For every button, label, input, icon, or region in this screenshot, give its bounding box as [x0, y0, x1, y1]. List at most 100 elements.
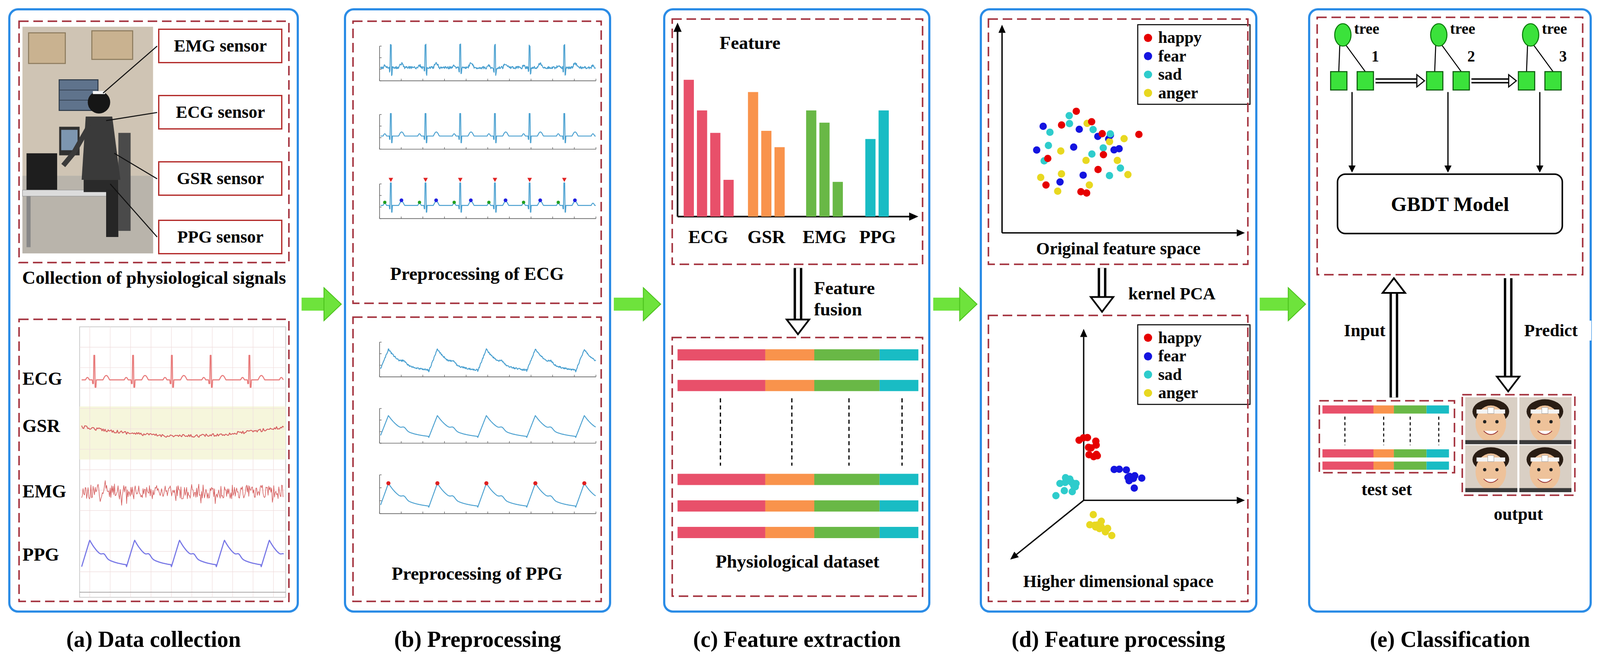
- tree-root: [1522, 23, 1539, 47]
- boosting-arrow: [1508, 74, 1517, 87]
- flow-arrow: [786, 268, 810, 335]
- person-leg: [106, 190, 119, 237]
- plot-tick: [573, 440, 575, 444]
- dashed-region: Higher dimensional space: [987, 314, 1249, 603]
- leader-line: [103, 45, 158, 93]
- plot-tick: [487, 78, 489, 81]
- data-point: [1094, 165, 1102, 174]
- arrow-body: [933, 297, 961, 311]
- plot-tick: [444, 511, 445, 514]
- feature-segment: [814, 473, 880, 486]
- feature-segment: [814, 349, 880, 361]
- data-point: [1099, 144, 1108, 152]
- r-peak-marker: [423, 178, 428, 182]
- arrow-body: [1503, 278, 1513, 378]
- region-label: 2: [1467, 48, 1482, 66]
- arrow-body: [1389, 291, 1399, 398]
- tree-leaf: [1518, 71, 1536, 90]
- dashed-region: ECGGSREMGPPG: [18, 318, 290, 603]
- feature-segment: [879, 526, 919, 538]
- legend-swatch: [1143, 370, 1153, 379]
- desk-leg: [26, 196, 31, 248]
- chart-grid: [79, 428, 286, 429]
- wall-panel: [28, 32, 66, 64]
- dashed-region: test set: [1318, 399, 1456, 474]
- plot-tick: [379, 114, 382, 115]
- plot-axis: [379, 342, 380, 377]
- data-point: [1036, 173, 1045, 182]
- edge-label: Input: [1320, 320, 1387, 341]
- tree-output-line: [1351, 91, 1353, 166]
- legend-label: happy: [1158, 29, 1202, 46]
- boosting-arrow: [1375, 78, 1418, 84]
- t-wave-marker: [434, 198, 438, 202]
- node-border: [19, 319, 289, 602]
- face-shirt: [1519, 440, 1572, 444]
- tree-leaf: [1426, 71, 1444, 90]
- data-point: [1042, 181, 1050, 189]
- r-peak-marker: [562, 178, 567, 182]
- sensor-label: PPG sensor: [177, 226, 264, 247]
- sensor-box: ECG sensor: [158, 94, 283, 130]
- face-sensor: [1541, 407, 1549, 414]
- signal-trace: [380, 182, 596, 212]
- axis-arrow: [1010, 551, 1019, 560]
- plot-tick: [508, 511, 510, 514]
- plot-tick: [466, 511, 467, 514]
- data-point: [1039, 122, 1047, 130]
- p-wave-marker: [417, 200, 422, 205]
- plot-tick: [379, 376, 382, 377]
- legend-label: anger: [1158, 384, 1199, 402]
- flow-arrow: [933, 287, 978, 321]
- data-point: [1089, 510, 1098, 519]
- region-label: EMG: [22, 480, 78, 503]
- feature-segment: [765, 500, 815, 512]
- arrow-body-inner: [796, 268, 800, 321]
- signal-trace: [380, 483, 596, 508]
- feature-bar: [748, 91, 759, 217]
- plot-tick: [379, 125, 382, 127]
- plot-tick: [595, 374, 596, 377]
- face-mouth: [1483, 478, 1498, 483]
- legend-entry: happy: [1143, 328, 1202, 347]
- flow-arrow: [1496, 278, 1520, 392]
- feature-segment: [1373, 461, 1394, 470]
- plot-tick: [401, 147, 402, 150]
- plot-tick: [379, 137, 382, 138]
- node-border: [980, 9, 1257, 612]
- face-eye: [1495, 420, 1499, 424]
- legend-box: [1137, 24, 1251, 105]
- plot-tick: [379, 68, 382, 70]
- plot-tick: [379, 500, 382, 501]
- region-label: ECG: [680, 226, 736, 248]
- dashed-region: EMG sensorECG sensorGSR sensorPPG sensor…: [18, 20, 290, 264]
- tree-branch: [1338, 45, 1340, 72]
- legend-swatch: [1143, 333, 1153, 342]
- data-point: [1065, 112, 1073, 120]
- legend-entry: anger: [1143, 383, 1199, 402]
- data-point: [1082, 156, 1090, 165]
- feature-bar: [723, 179, 734, 217]
- dashed-region: Original feature space: [987, 18, 1249, 266]
- panel-caption: (e) Classification: [1308, 626, 1592, 653]
- plot-tick: [379, 183, 382, 185]
- plot-tick: [379, 45, 382, 47]
- plot-tick: [379, 487, 382, 488]
- ellipsis-line: [848, 398, 850, 466]
- legend-swatch: [1143, 88, 1153, 98]
- leader-line: [114, 153, 158, 179]
- boosting-arrow: [1416, 74, 1425, 87]
- flow-arrow: [613, 287, 661, 321]
- plot-tick: [379, 408, 382, 409]
- feature-segment: [879, 349, 919, 361]
- data-point: [1046, 128, 1054, 137]
- plot-tick: [552, 511, 553, 514]
- region-label: tree: [1450, 20, 1487, 39]
- peak-marker: [386, 481, 391, 486]
- axis-arrow: [909, 212, 919, 221]
- plot-tick: [530, 78, 532, 81]
- edge-label: Predict: [1522, 320, 1592, 341]
- feature-segment: [765, 526, 815, 538]
- face-eye: [1537, 420, 1541, 424]
- node-outline: [1316, 16, 1584, 276]
